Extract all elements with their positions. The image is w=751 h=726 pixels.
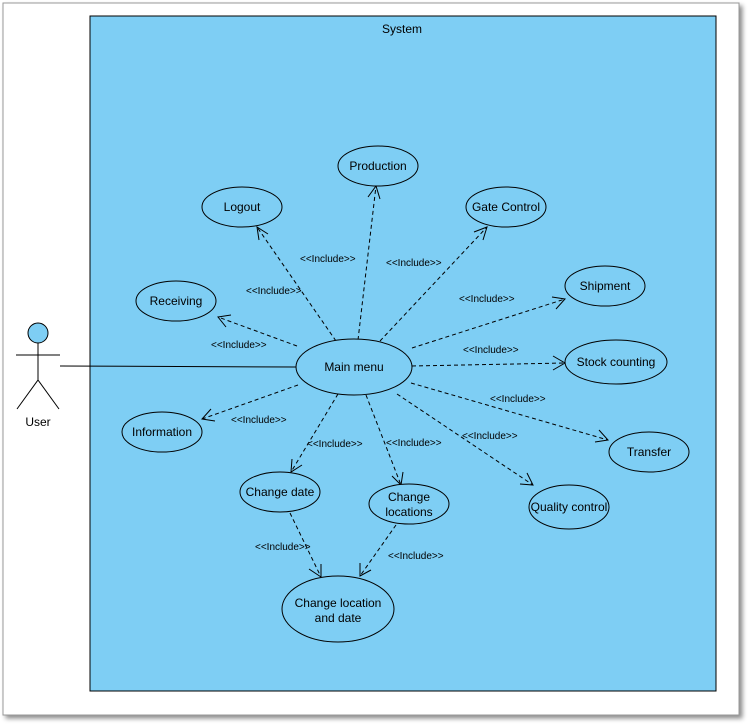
usecases: Production Logout Gate Control Receiving… xyxy=(121,145,690,643)
usecase-label-line: locations xyxy=(385,505,432,519)
usecase-label: Receiving xyxy=(150,294,203,308)
usecase-label: Quality control xyxy=(531,500,608,514)
include-label: <<Include>> xyxy=(300,254,356,265)
usecase-quality-control[interactable]: Quality control xyxy=(528,484,610,530)
usecase-label-line: Change location xyxy=(295,596,382,610)
usecase-transfer[interactable]: Transfer xyxy=(608,431,690,473)
usecase-label: Change date xyxy=(246,485,315,499)
include-label: <<Include>> xyxy=(490,394,546,405)
usecase-receiving[interactable]: Receiving xyxy=(135,280,217,322)
usecase-label: Information xyxy=(132,425,192,439)
usecase-label: Shipment xyxy=(580,279,631,293)
include-label: <<Include>> xyxy=(462,431,518,442)
include-quality-control xyxy=(396,393,534,486)
usecase-production[interactable]: Production xyxy=(337,145,419,187)
usecase-main-menu[interactable]: Main menu xyxy=(295,338,413,396)
system-title: System xyxy=(382,22,422,36)
usecase-label-line: and date xyxy=(315,611,362,625)
actor-head xyxy=(27,322,49,344)
include-label: <<Include>> xyxy=(211,340,267,351)
usecase-label: Logout xyxy=(224,200,261,214)
usecase-change-location-and-date[interactable]: Change location and date xyxy=(281,575,395,643)
usecase-label: Transfer xyxy=(627,445,671,459)
usecase-stock-counting[interactable]: Stock counting xyxy=(564,339,668,385)
usecase-gate-control[interactable]: Gate Control xyxy=(465,186,547,228)
actor-left-leg xyxy=(16,379,39,410)
usecase-logout[interactable]: Logout xyxy=(201,186,283,228)
usecase-change-date[interactable]: Change date xyxy=(239,471,321,513)
usecase-label: Gate Control xyxy=(472,200,540,214)
include-label: <<Include>> xyxy=(386,258,442,269)
include-logout xyxy=(256,225,337,342)
include-information xyxy=(201,384,299,422)
actor-right-leg xyxy=(37,379,60,410)
include-label: <<Include>> xyxy=(255,542,311,553)
association-user-main-menu xyxy=(59,365,297,368)
usecase-shipment[interactable]: Shipment xyxy=(564,265,646,307)
include-change-date xyxy=(290,393,339,473)
include-label: <<Include>> xyxy=(231,415,287,426)
include-labels: <<Include>> <<Include>> <<Include>> <<In… xyxy=(211,254,546,562)
include-label: <<Include>> xyxy=(463,345,519,356)
include-label: <<Include>> xyxy=(386,438,442,449)
include-label: <<Include>> xyxy=(388,551,444,562)
usecase-label-line: Change xyxy=(388,490,430,504)
actor-name: User xyxy=(25,415,50,429)
usecase-label: Stock counting xyxy=(577,355,656,369)
include-label: <<Include>> xyxy=(459,294,515,305)
include-label: <<Include>> xyxy=(246,286,302,297)
include-receiving xyxy=(217,314,298,347)
include-label: <<Include>> xyxy=(307,439,363,450)
actor-user[interactable]: User xyxy=(16,322,60,429)
usecase-information[interactable]: Information xyxy=(121,411,203,453)
include-shipment xyxy=(411,296,566,349)
include-gate-control xyxy=(379,226,488,342)
include-transfer xyxy=(410,382,609,443)
usecase-change-locations[interactable]: Change locations xyxy=(368,483,450,525)
usecase-label: Main menu xyxy=(324,360,383,374)
usecase-label: Production xyxy=(349,159,406,173)
include-change-location-and-date-from-locations xyxy=(359,524,397,577)
